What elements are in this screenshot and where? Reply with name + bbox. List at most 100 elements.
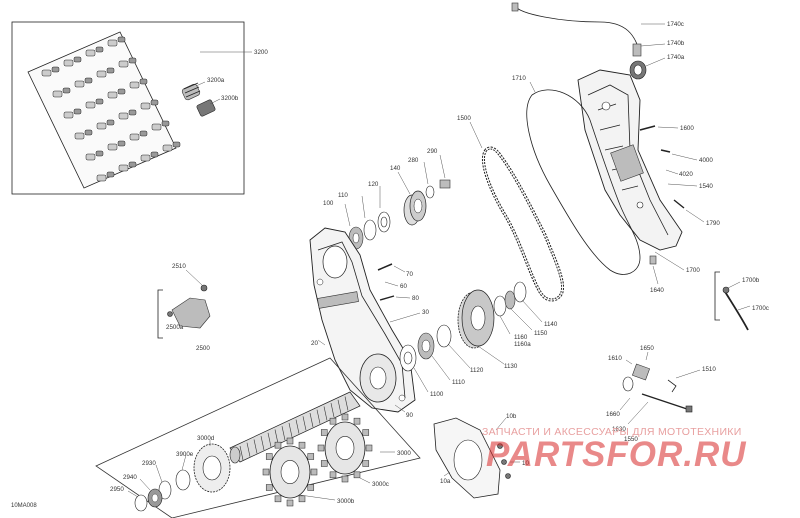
label-1100: 1100	[430, 391, 444, 398]
label-140: 140	[390, 165, 401, 172]
label-1630: 1630	[612, 426, 626, 433]
bolt-1600: 1600	[639, 125, 694, 132]
label-60: 60	[400, 283, 407, 290]
stud	[118, 161, 137, 172]
shaft-spline	[295, 419, 300, 434]
stud	[85, 98, 104, 109]
label-3200b: 3200b	[221, 95, 239, 102]
label-90: 90	[406, 412, 413, 419]
bolt-4000: 4000	[660, 149, 713, 164]
label-1650: 1650	[640, 345, 654, 352]
label-2940: 2940	[123, 474, 137, 481]
label-1160a: 1160a	[514, 341, 531, 348]
shaft-spline	[316, 409, 321, 424]
gasket-1710: 1710	[512, 75, 641, 275]
label-1700b: 1700b	[742, 277, 760, 284]
shaft-spline	[246, 442, 251, 457]
clip-2950	[134, 494, 148, 512]
stud	[63, 56, 82, 67]
chain-1500: 1500	[457, 115, 565, 302]
shaft-spline	[253, 439, 258, 454]
pin-1630	[641, 393, 691, 411]
label-4020: 4020	[679, 171, 693, 178]
stud-group	[41, 36, 181, 182]
bolt-1790: 1790	[673, 199, 720, 227]
label-10b: 10b	[506, 413, 517, 420]
bolt-70: 70	[377, 263, 413, 278]
label-1790: 1790	[706, 220, 720, 227]
chaincase-cover	[577, 69, 683, 251]
label-3900e: 3900e	[176, 451, 194, 458]
label-290: 290	[427, 148, 438, 155]
sprocket-tooth	[274, 441, 282, 449]
label-1160: 1160	[514, 334, 528, 341]
shaft-spline	[239, 445, 244, 461]
sprocket-tooth	[307, 453, 315, 460]
label-30: 30	[422, 309, 429, 316]
drive-shaft-box: 3000d 3900e 2930 2940 2950 3000 3000c 30…	[95, 357, 421, 518]
sprocket-tooth	[365, 444, 373, 452]
label-2930: 2930	[142, 460, 156, 467]
bolt-290	[439, 179, 451, 189]
label-1550: 1550	[624, 436, 638, 443]
stud	[74, 129, 93, 140]
sprocket-tooth	[307, 484, 315, 491]
lower-sprocket	[359, 353, 397, 403]
stud	[107, 36, 126, 47]
label-2510: 2510	[172, 263, 186, 270]
label-1640: 1640	[650, 287, 664, 294]
label-100: 100	[323, 200, 334, 207]
label-70: 70	[406, 271, 413, 278]
stud	[74, 77, 93, 88]
stud	[52, 87, 71, 98]
sprocket-tooth	[341, 475, 349, 483]
label-3200a: 3200a	[207, 77, 225, 84]
sprocket-tooth	[353, 417, 361, 425]
ring-2930	[158, 480, 172, 500]
shaft-spline	[260, 436, 265, 451]
stud	[107, 140, 126, 151]
drive-sprocket	[317, 413, 373, 483]
shaft-spline	[309, 412, 314, 428]
stud	[118, 57, 137, 68]
stud	[140, 151, 159, 162]
shaft-spline	[274, 429, 279, 444]
washer-3900e	[175, 469, 191, 491]
label-1510: 1510	[702, 366, 716, 373]
label-20: 20	[311, 340, 318, 347]
track-section	[27, 31, 177, 189]
sprocket-tooth	[286, 499, 294, 507]
label-10a: 10a	[440, 478, 451, 485]
washer-280	[425, 185, 435, 199]
tensioner-1610	[631, 363, 651, 381]
label-2500: 2500	[196, 345, 210, 352]
label-1660: 1660	[606, 411, 620, 418]
label-10: 10	[522, 460, 529, 467]
drive-shaft	[229, 391, 361, 464]
label-80: 80	[412, 295, 419, 302]
stud	[85, 46, 104, 57]
sprocket-tooth	[274, 495, 282, 503]
stud	[118, 109, 137, 120]
label-1740b: 1740b	[667, 40, 685, 47]
label-280: 280	[408, 157, 419, 164]
sprocket-tooth	[298, 495, 306, 503]
shaft-spline	[288, 422, 293, 437]
upper-shaft-stack: 100 110 120 140 280 290	[323, 148, 451, 250]
sprocket-tooth	[310, 468, 318, 476]
label-1130: 1130	[504, 363, 518, 370]
tensioner-assembly: 1650 1610 1510 1660 1630 1550	[606, 345, 716, 443]
stud	[41, 66, 60, 77]
shaft-spline	[302, 416, 307, 431]
washer-1150	[504, 290, 516, 310]
label-1110: 1110	[452, 379, 465, 386]
ring-1140	[513, 281, 527, 303]
label-1700: 1700	[686, 267, 700, 274]
watermark-tagline: ЗАПЧАСТИ И АКСЕССУАРЫ ДЛЯ МОТОТЕХНИКИ	[482, 426, 742, 438]
label-1700c: 1700c	[752, 305, 769, 312]
label-1140: 1140	[544, 321, 558, 328]
stud	[162, 141, 181, 152]
label-4000: 4000	[699, 157, 713, 164]
stud	[96, 171, 115, 182]
